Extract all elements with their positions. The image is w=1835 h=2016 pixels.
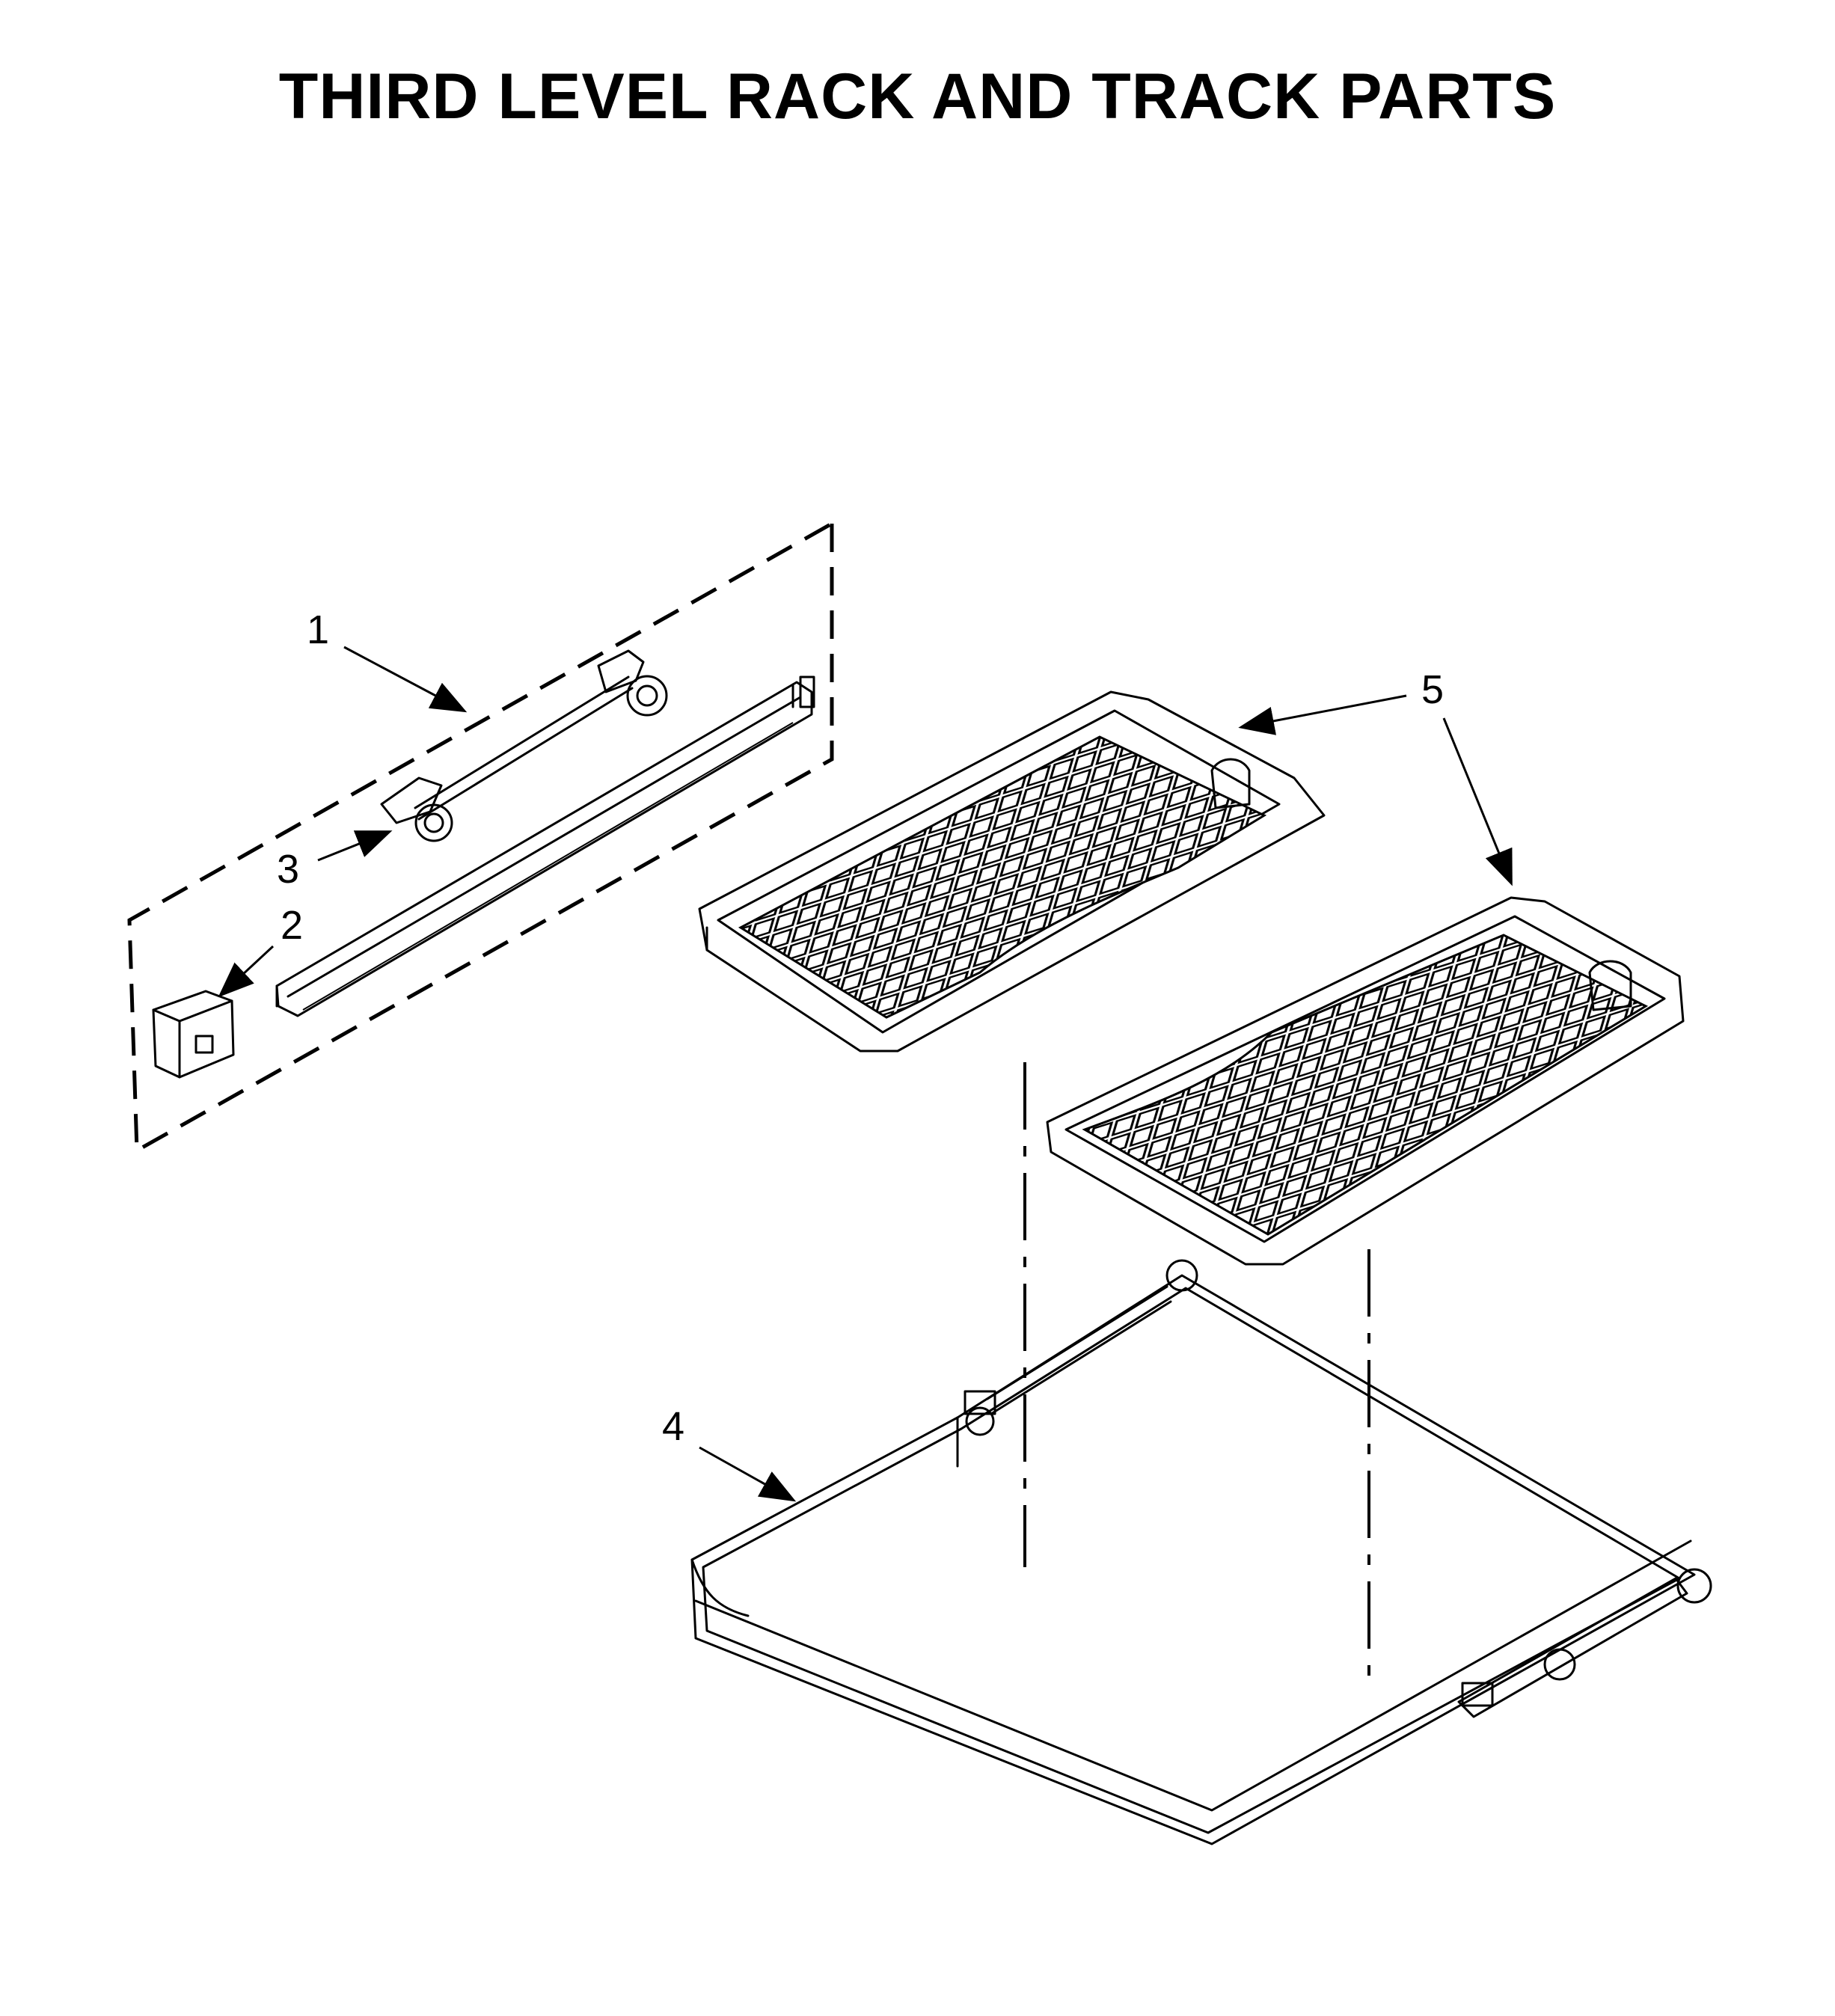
tray-part-upper[interactable]: [698, 690, 1326, 1053]
svg-text:5: 5: [1421, 667, 1444, 712]
svg-text:1: 1: [307, 607, 329, 652]
callout-5: 5: [1238, 667, 1513, 886]
track-rail-part[interactable]: [275, 675, 815, 1017]
alignment-lines: [1023, 1062, 1370, 1676]
track-kit-group-box: [127, 521, 834, 1154]
callout-4: 4: [662, 1404, 797, 1502]
svg-text:2: 2: [281, 903, 303, 948]
svg-text:3: 3: [277, 847, 299, 892]
wire-rack-part[interactable]: [690, 1259, 1712, 1845]
callout-2: 2: [218, 903, 303, 998]
end-cap-part[interactable]: [152, 990, 235, 1079]
svg-text:4: 4: [662, 1404, 684, 1449]
roller-assembly-part[interactable]: [380, 649, 668, 842]
callout-1: 1: [307, 607, 468, 713]
callout-3: 3: [277, 830, 393, 892]
page-title: THIRD LEVEL RACK AND TRACK PARTS: [278, 61, 1557, 132]
tray-part-lower[interactable]: [1046, 896, 1685, 1266]
